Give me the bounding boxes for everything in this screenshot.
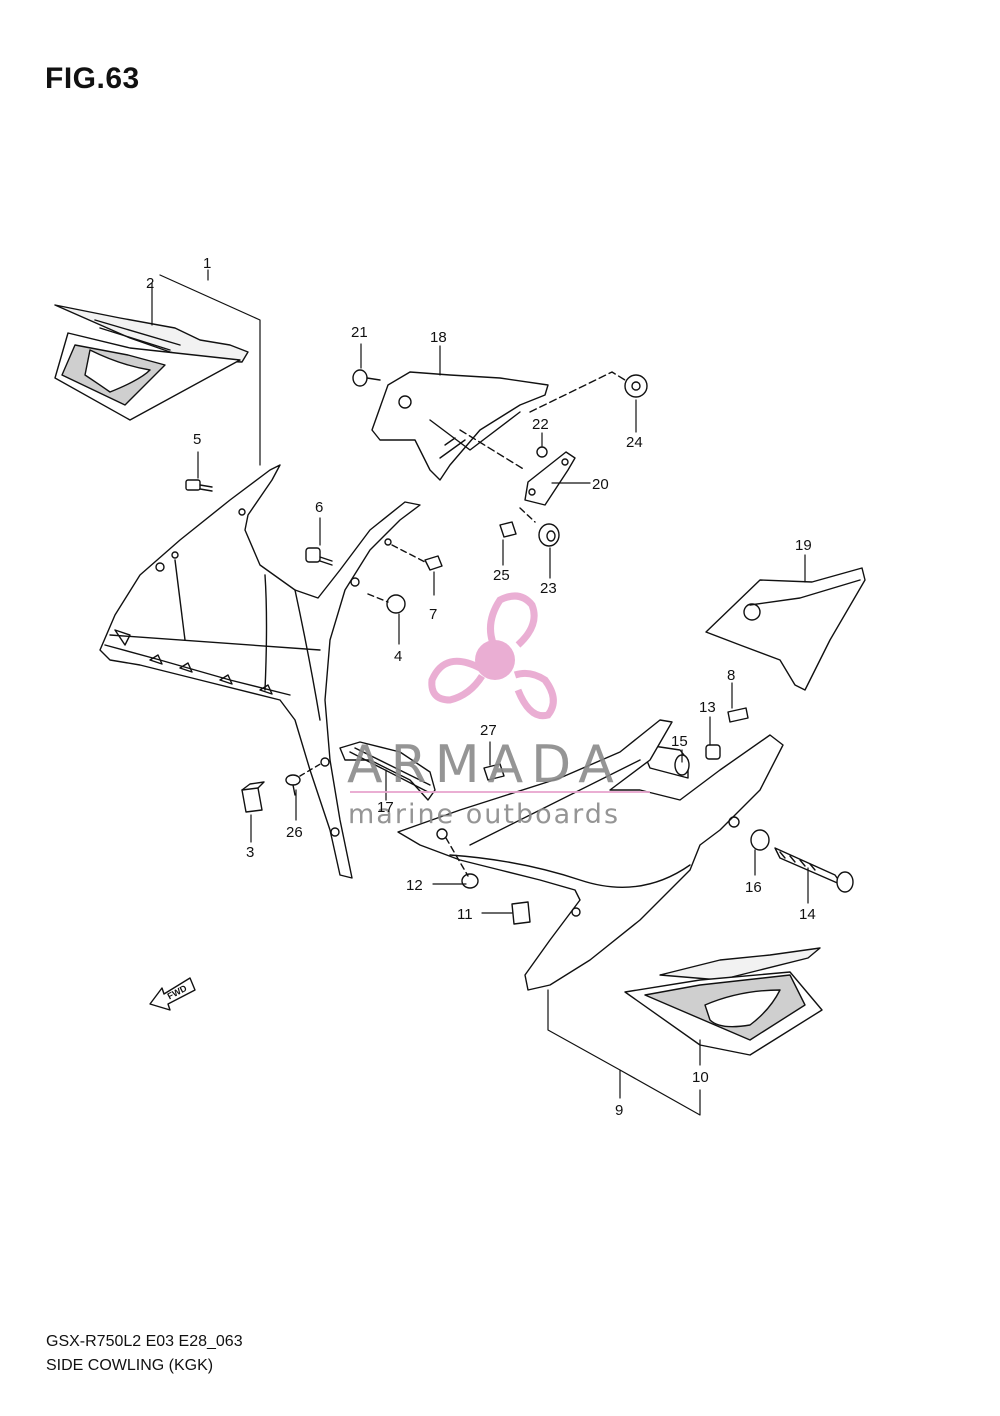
fwd-arrow	[149, 977, 196, 1011]
bracket-20	[459, 429, 576, 506]
callout-16: 16	[745, 879, 762, 896]
callout-21: 21	[351, 324, 368, 341]
callout-19: 19	[795, 537, 812, 554]
grommet-24	[529, 371, 648, 413]
callout-26: 26	[286, 824, 303, 841]
pad-25	[499, 521, 517, 538]
bolt-6	[305, 547, 333, 566]
callout-18: 18	[430, 329, 447, 346]
callout-14: 14	[799, 906, 816, 923]
callout-23: 23	[540, 580, 557, 597]
collar-13	[705, 744, 721, 760]
decal-lower	[624, 947, 823, 1056]
side-cowling-front	[99, 464, 421, 879]
grommet-23	[519, 507, 560, 547]
bolt-5	[185, 479, 213, 492]
bolt-14	[774, 847, 854, 893]
propeller-icon	[428, 592, 557, 720]
callout-12: 12	[406, 877, 423, 894]
footer-model-code: GSX-R750L2 E03 E28_063	[46, 1333, 243, 1350]
propeller-hub	[475, 640, 515, 680]
callout-20: 20	[592, 476, 609, 493]
callout-8: 8	[727, 667, 735, 684]
clip-11	[511, 901, 531, 925]
callout-17: 17	[377, 799, 394, 816]
screw-26	[285, 762, 323, 796]
callout-4: 4	[394, 648, 402, 665]
under-cowling-9	[397, 719, 784, 991]
callout-25: 25	[493, 567, 510, 584]
callout-5: 5	[193, 431, 201, 448]
washer-16	[750, 829, 770, 851]
grommet-4	[367, 593, 406, 614]
pad-27	[483, 763, 505, 781]
callout-22: 22	[532, 416, 549, 433]
screw-22	[536, 446, 548, 458]
decal-upper	[54, 304, 249, 421]
seal-17	[339, 741, 436, 801]
callout-15: 15	[671, 733, 688, 750]
clip-3	[241, 781, 265, 813]
watermark-brand: ARMADA	[347, 735, 622, 795]
watermark-tagline: marine outboards	[348, 799, 620, 830]
callout-3: 3	[246, 844, 254, 861]
armada-logo: ARMADA marine outboards	[347, 592, 650, 830]
callout-9: 9	[615, 1102, 623, 1119]
cover-19	[705, 567, 866, 691]
callout-10: 10	[692, 1069, 709, 1086]
callout-13: 13	[699, 699, 716, 716]
callout-labels: 1 2 3 4 5 6 7 8 9 10 11 12 13 14 15 16 1…	[146, 255, 816, 1119]
callout-27: 27	[480, 722, 497, 739]
leader-lines	[151, 269, 809, 1116]
inner-panel-18	[371, 371, 549, 481]
callout-1: 1	[203, 255, 211, 272]
callout-7: 7	[429, 606, 437, 623]
nut-7	[391, 544, 443, 571]
callout-2: 2	[146, 275, 154, 292]
figure-title: FIG.63	[45, 62, 140, 95]
screw-21	[352, 369, 381, 387]
footer-section-name: SIDE COWLING (KGK)	[46, 1357, 214, 1374]
callout-24: 24	[626, 434, 643, 451]
pad-8	[727, 707, 749, 723]
callout-6: 6	[315, 499, 323, 516]
callout-11: 11	[457, 906, 473, 923]
